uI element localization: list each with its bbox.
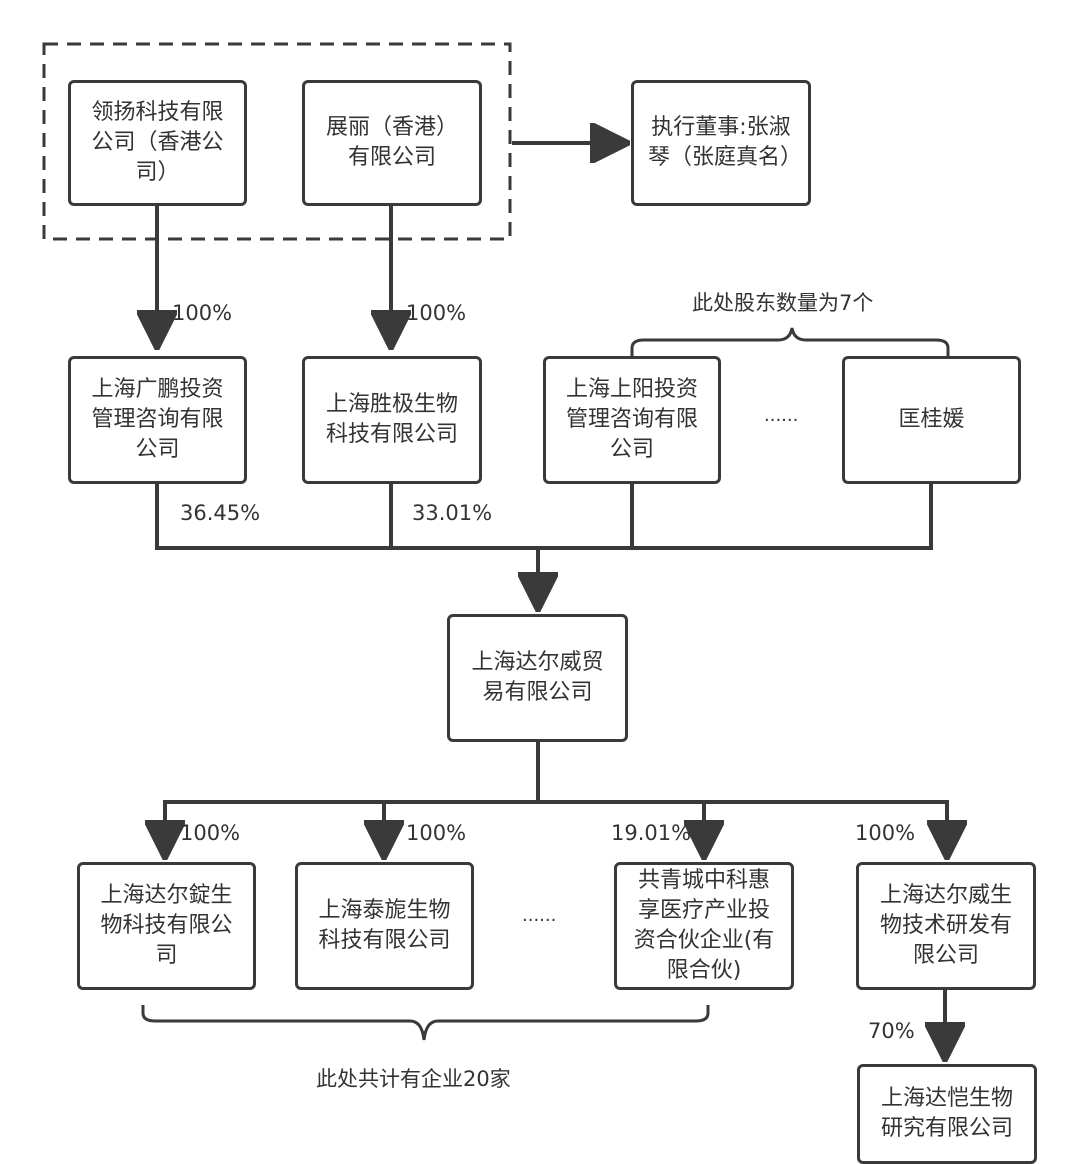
enterprises-count-note: 此处共计有企业20家 xyxy=(316,1067,511,1091)
node-taixuan: 上海泰旎生物科技有限公司 xyxy=(295,862,474,990)
node-shangyang: 上海上阳投资管理咨询有限公司 xyxy=(543,356,721,484)
ellipsis-subsidiaries: ...... xyxy=(522,905,557,926)
shareholders-count-note: 此处股东数量为7个 xyxy=(692,291,874,315)
edge-label-guangpeng-trade: 36.45% xyxy=(180,501,261,525)
node-shengji: 上海胜极生物科技有限公司 xyxy=(302,356,482,484)
node-lingyang: 领扬科技有限公司（香港公司） xyxy=(68,80,247,206)
node-darding: 上海达尔錠生物科技有限公司 xyxy=(77,862,256,990)
edge-label-shengji-trade: 33.01% xyxy=(412,501,493,525)
node-darwei-trade: 上海达尔威贸易有限公司 xyxy=(447,614,628,742)
node-gongqingcheng: 共青城中科惠享医疗产业投资合伙企业(有限合伙) xyxy=(614,862,794,990)
node-director: 执行董事:张淑琴（张庭真名） xyxy=(631,80,811,206)
edge-label-darwei-bio-dakai: 70% xyxy=(868,1019,915,1043)
edge-label-lingyang-guangpeng: 100% xyxy=(172,301,233,325)
edge-label-zhanli-shengji: 100% xyxy=(406,301,467,325)
node-darwei-bio: 上海达尔威生物技术研发有限公司 xyxy=(856,862,1036,990)
node-zhanli: 展丽（香港）有限公司 xyxy=(302,80,482,206)
node-guangpeng: 上海广鹏投资管理咨询有限公司 xyxy=(68,356,247,484)
node-dakai: 上海达恺生物研究有限公司 xyxy=(857,1064,1037,1164)
enterprises-brace xyxy=(141,1005,710,1041)
edge-label-trade-gongqingcheng: 19.01% xyxy=(611,821,692,845)
node-kuangguiyuan: 匡桂媛 xyxy=(842,356,1021,484)
ellipsis-shareholders: ...... xyxy=(764,405,799,426)
edge-label-trade-darding: 100% xyxy=(180,821,241,845)
edge-label-trade-darwei-bio: 100% xyxy=(855,821,916,845)
shareholders-brace xyxy=(630,327,950,356)
edge-label-trade-taixuan: 100% xyxy=(406,821,467,845)
hk-companies-group-border xyxy=(42,42,512,241)
